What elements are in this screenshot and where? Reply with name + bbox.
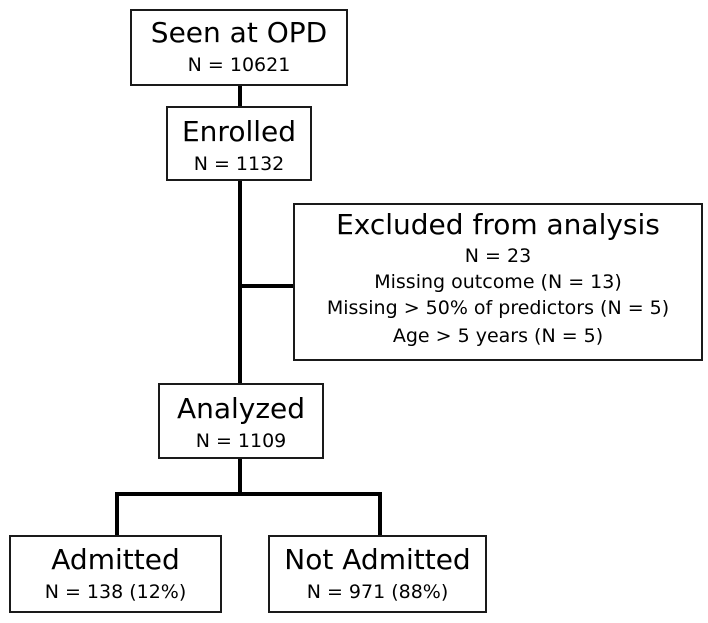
admitted-count: N = 138 (12%) (44, 581, 187, 603)
box-excluded: Excluded from analysis N = 23 Missing ou… (293, 203, 703, 361)
not-admitted-title: Not Admitted (284, 543, 471, 576)
connector-seen-enrolled (238, 86, 242, 106)
excluded-reason-missing-outcome: Missing outcome (N = 13) (374, 271, 622, 293)
seen-count: N = 10621 (187, 54, 291, 76)
box-admitted: Admitted N = 138 (12%) (9, 535, 222, 613)
connector-to-admitted (115, 492, 119, 536)
excluded-reason-missing-predictors: Missing > 50% of predictors (N = 5) (326, 297, 670, 319)
excluded-title: Excluded from analysis (336, 208, 660, 241)
box-not-admitted: Not Admitted N = 971 (88%) (268, 535, 487, 613)
analyzed-count: N = 1109 (195, 430, 287, 452)
excluded-reason-age: Age > 5 years (N = 5) (392, 325, 604, 347)
connector-to-excluded (238, 284, 294, 288)
excluded-count: N = 23 (464, 245, 532, 267)
box-analyzed: Analyzed N = 1109 (158, 383, 324, 459)
connector-enrolled-analyzed (238, 180, 242, 385)
not-admitted-count: N = 971 (88%) (306, 581, 449, 603)
connector-analyzed-split (238, 458, 242, 494)
box-enrolled: Enrolled N = 1132 (166, 106, 312, 181)
admitted-title: Admitted (51, 543, 180, 576)
connector-to-not-admitted (378, 492, 382, 536)
enrolled-title: Enrolled (181, 115, 297, 148)
box-seen-at-opd: Seen at OPD N = 10621 (130, 9, 348, 86)
connector-split-horizontal (115, 492, 382, 496)
seen-title: Seen at OPD (150, 16, 328, 49)
enrolled-count: N = 1132 (193, 153, 285, 175)
analyzed-title: Analyzed (176, 392, 306, 425)
